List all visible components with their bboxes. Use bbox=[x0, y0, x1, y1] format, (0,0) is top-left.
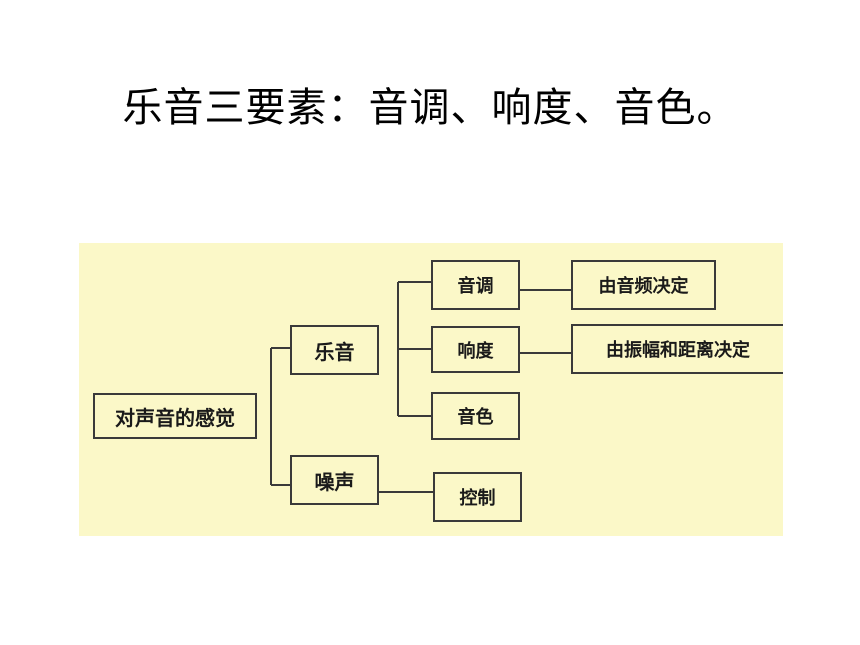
node-pitch: 音调 bbox=[431, 260, 520, 310]
node-loudness-label: 响度 bbox=[457, 340, 494, 362]
node-music-label: 乐音 bbox=[314, 339, 355, 364]
page-title: 乐音三要素：音调、响度、音色。 bbox=[122, 85, 738, 131]
node-control: 控制 bbox=[433, 472, 522, 522]
tree-diagram: 对声音的感觉 乐音 噪声 音调 响度 音色 控制 由音频决定 由振幅和距离决定 bbox=[79, 243, 783, 536]
node-music: 乐音 bbox=[290, 325, 379, 375]
node-root: 对声音的感觉 bbox=[93, 393, 257, 439]
node-pitch-label: 音调 bbox=[457, 276, 494, 297]
node-control-label: 控制 bbox=[459, 488, 496, 509]
node-pitch-description-label: 由音频决定 bbox=[598, 276, 689, 297]
diagram-connectors bbox=[270, 281, 571, 493]
node-noise-label: 噪声 bbox=[314, 469, 355, 494]
node-loudness: 响度 bbox=[431, 326, 520, 373]
node-pitch-description: 由音频决定 bbox=[571, 260, 716, 310]
node-timbre-label: 音色 bbox=[457, 407, 494, 428]
node-loudness-description-label: 由振幅和距离决定 bbox=[606, 340, 750, 361]
node-loudness-description: 由振幅和距离决定 bbox=[571, 324, 783, 374]
node-root-label: 对声音的感觉 bbox=[115, 405, 235, 430]
node-noise: 噪声 bbox=[290, 455, 379, 505]
node-timbre: 音色 bbox=[431, 392, 520, 440]
